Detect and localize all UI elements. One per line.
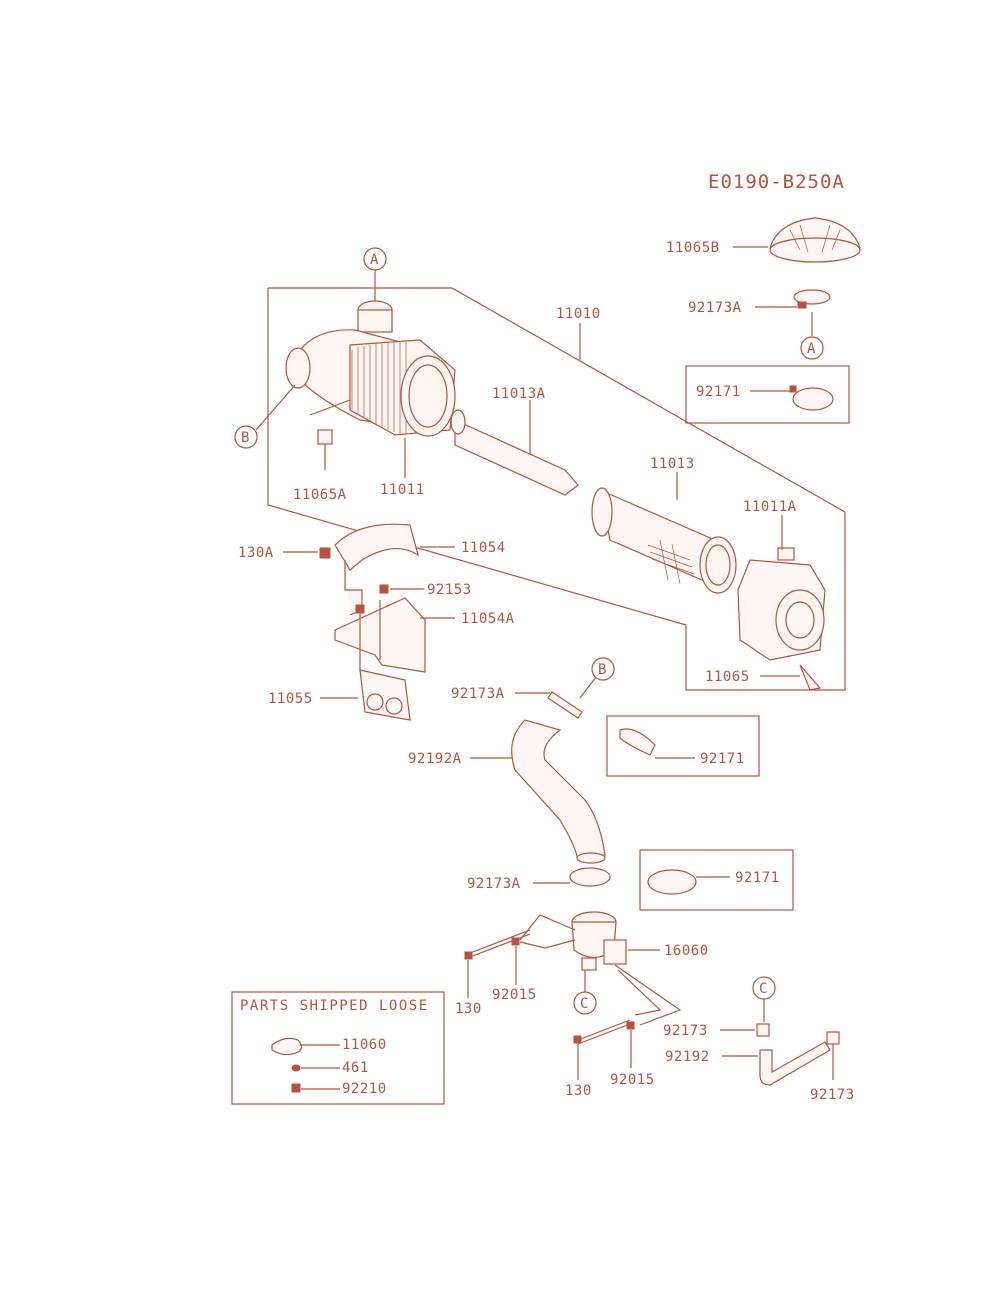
diagram-code: E0190-B250A bbox=[708, 171, 845, 193]
clamp-92173-a bbox=[756, 1023, 770, 1037]
bolt-130A bbox=[319, 547, 331, 559]
label-11055: 11055 bbox=[268, 691, 313, 707]
callout-b-mid bbox=[591, 657, 615, 681]
clamp-top bbox=[793, 289, 831, 305]
clamp-box-mid bbox=[606, 715, 760, 777]
callout-c-right-label: C bbox=[759, 981, 768, 997]
label-92015-a: 92015 bbox=[492, 987, 537, 1003]
rain-cap bbox=[769, 217, 861, 263]
label-92192A: 92192A bbox=[408, 751, 462, 767]
label-11060: 11060 bbox=[342, 1037, 387, 1053]
label-92173A-top: 92173A bbox=[688, 300, 742, 316]
air-cleaner-housing bbox=[285, 300, 456, 437]
callout-a-right-label: A bbox=[807, 341, 816, 357]
pre-cleaner-bowl bbox=[571, 911, 627, 971]
inner-filter-element bbox=[450, 409, 579, 496]
callout-b-mid-label: B bbox=[598, 662, 607, 678]
air-cleaner-cover bbox=[737, 547, 826, 691]
parts-shipped-loose-box bbox=[231, 991, 445, 1105]
label-11065B: 11065B bbox=[666, 240, 720, 256]
gasket-11060 bbox=[271, 1037, 303, 1056]
bolt-130-a bbox=[469, 929, 531, 954]
label-11013A: 11013A bbox=[492, 386, 546, 402]
label-11011: 11011 bbox=[380, 482, 425, 498]
label-16060: 16060 bbox=[664, 943, 709, 959]
callout-a-top-label: A bbox=[370, 252, 379, 268]
clamp-ring-low bbox=[647, 869, 697, 895]
label-92210: 92210 bbox=[342, 1081, 387, 1097]
label-130-b: 130 bbox=[565, 1083, 592, 1099]
assembly-outline bbox=[267, 287, 846, 691]
label-11065: 11065 bbox=[705, 669, 750, 685]
intake-hose bbox=[511, 719, 606, 861]
mounting-bracket bbox=[334, 523, 426, 721]
label-11054A: 11054A bbox=[461, 611, 515, 627]
label-11011A: 11011A bbox=[743, 499, 797, 515]
label-92171-low: 92171 bbox=[735, 870, 780, 886]
clamp-ring-top bbox=[792, 387, 834, 411]
clamp-ring-mid bbox=[619, 728, 656, 756]
label-92192: 92192 bbox=[665, 1049, 710, 1065]
bolt-130-b bbox=[577, 1019, 631, 1041]
label-11065A: 11065A bbox=[293, 487, 347, 503]
label-461: 461 bbox=[342, 1060, 369, 1076]
washer-461 bbox=[291, 1064, 301, 1072]
clamp-box-top bbox=[685, 365, 850, 424]
outer-filter-element bbox=[591, 487, 737, 594]
label-11054: 11054 bbox=[461, 540, 506, 556]
vacuator-valve-small bbox=[309, 399, 351, 470]
label-92171-mid: 92171 bbox=[700, 751, 745, 767]
callout-c-left bbox=[573, 991, 597, 1015]
nut-92210 bbox=[291, 1083, 301, 1093]
label-92171-top: 92171 bbox=[696, 384, 741, 400]
label-11010: 11010 bbox=[556, 306, 601, 322]
clamp-mid bbox=[547, 691, 583, 719]
callout-c-left-label: C bbox=[580, 996, 589, 1012]
clamp-box-low bbox=[639, 849, 794, 911]
bolt-92153 bbox=[379, 584, 389, 594]
label-92015-b: 92015 bbox=[610, 1072, 655, 1088]
label-92153: 92153 bbox=[427, 582, 472, 598]
label-92173-b: 92173 bbox=[810, 1087, 855, 1103]
drain-hose bbox=[759, 1041, 831, 1086]
callout-b-left-label: B bbox=[241, 430, 250, 446]
label-130-a: 130 bbox=[455, 1001, 482, 1017]
clamp-low bbox=[569, 867, 611, 887]
nut-92015-a bbox=[511, 937, 520, 946]
label-92173-a: 92173 bbox=[663, 1023, 708, 1039]
nut-92015-b bbox=[626, 1021, 635, 1030]
label-92173A-mid: 92173A bbox=[451, 686, 505, 702]
callout-a-right bbox=[800, 336, 824, 360]
parts-shipped-loose-title: PARTS SHIPPED LOOSE bbox=[240, 998, 429, 1014]
label-130A: 130A bbox=[238, 545, 274, 561]
clamp-92173-b bbox=[826, 1031, 840, 1045]
callout-b-left bbox=[234, 425, 258, 449]
label-11013: 11013 bbox=[650, 456, 695, 472]
label-92173A-low: 92173A bbox=[467, 876, 521, 892]
